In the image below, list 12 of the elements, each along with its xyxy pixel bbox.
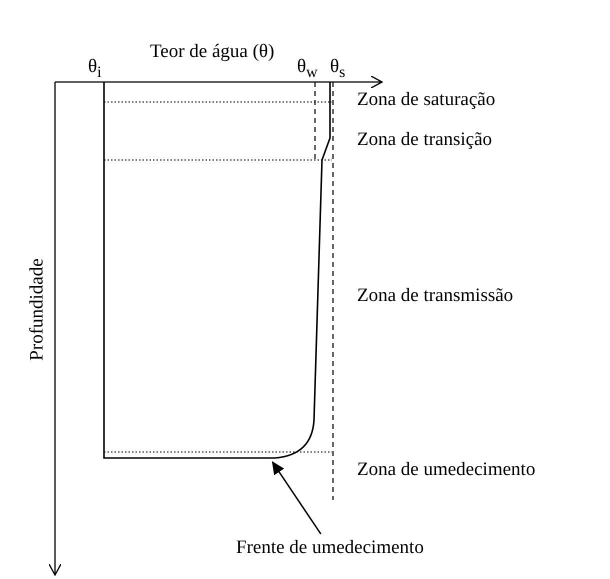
axis-tick-label: θ$_{s}$ xyxy=(330,57,346,81)
zone-label: Zona de umedecimento xyxy=(357,460,536,479)
axis-tick-label: θ$_{i}$ xyxy=(88,57,102,81)
annotation-text: Frente de umedecimento xyxy=(236,538,424,557)
axis-tick-label: θ$_{w}$ xyxy=(297,57,318,81)
leader-line xyxy=(272,461,322,534)
axis-title: Profundidade xyxy=(28,257,46,363)
wetting-front-curve xyxy=(200,420,315,459)
zone-label: Zona de saturação xyxy=(357,90,496,109)
zone-label: Zona de transição xyxy=(357,130,492,149)
axis-title: Teor de água (θ) xyxy=(150,42,274,61)
zone-label: Zona de transmissão xyxy=(357,286,514,305)
